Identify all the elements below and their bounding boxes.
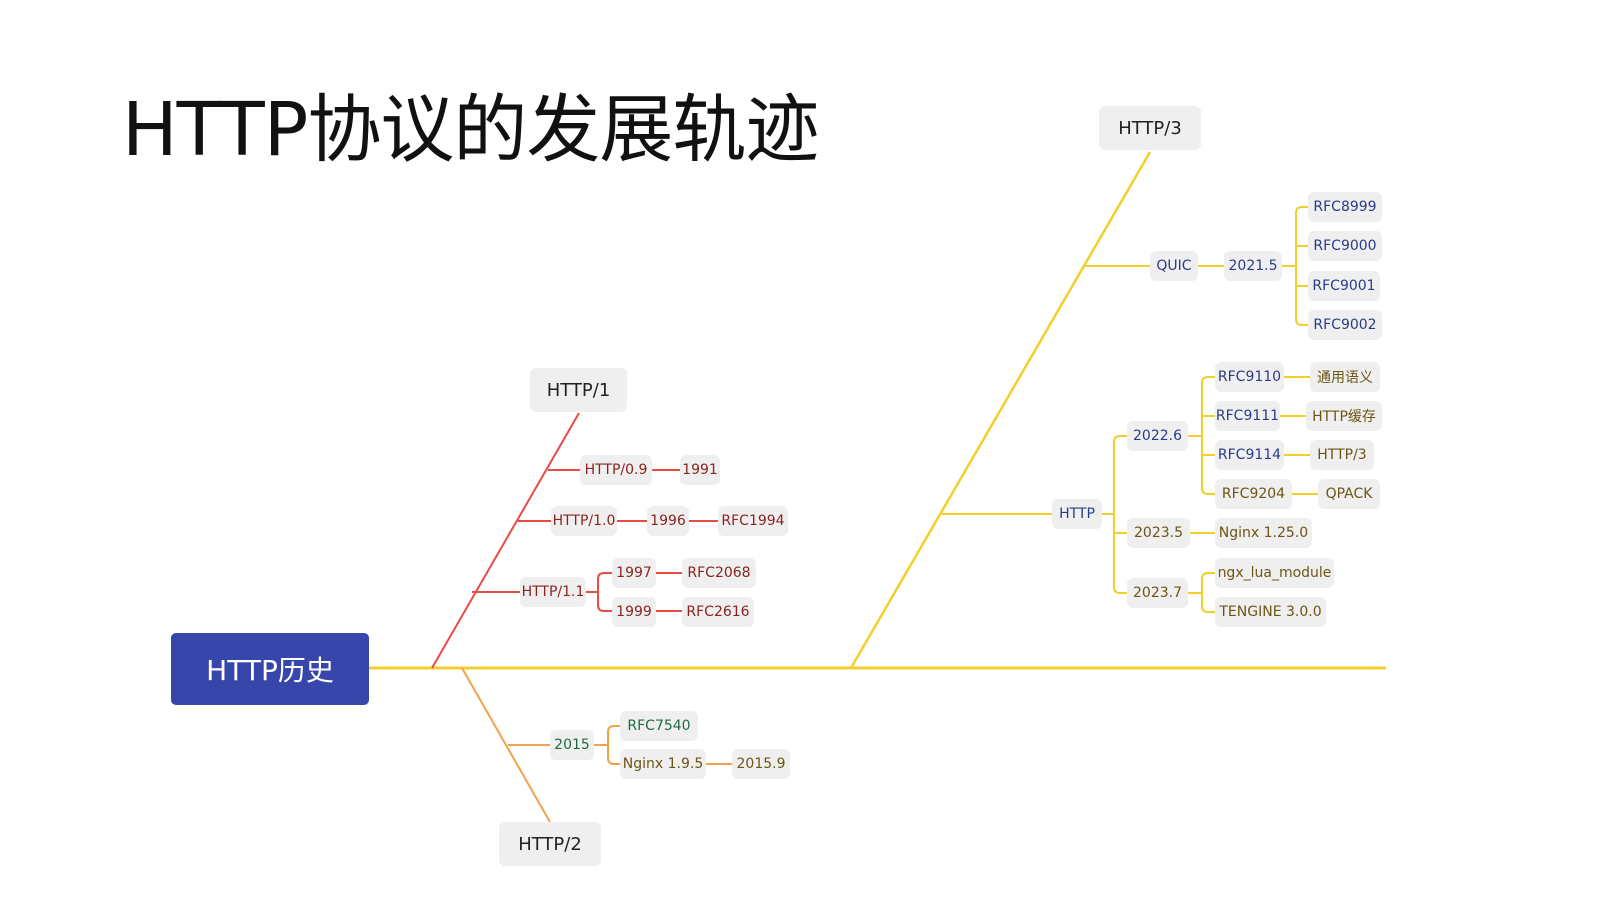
node-http2-rfc[interactable]: RFC7540 xyxy=(620,711,698,741)
node-http2-nginx-date[interactable]: 2015.9 xyxy=(732,749,790,779)
node-http10-rfc[interactable]: RFC1994 xyxy=(718,506,788,536)
node-http3[interactable]: HTTP/3 xyxy=(1099,106,1201,150)
node-http09-year[interactable]: 1991 xyxy=(680,455,720,485)
http3-branch-lines xyxy=(849,151,1318,669)
node-http10-year[interactable]: 1996 xyxy=(647,506,689,536)
node-rfc9000[interactable]: RFC9000 xyxy=(1308,231,1382,261)
node-http2[interactable]: HTTP/2 xyxy=(499,822,601,866)
root-node-http-history[interactable]: HTTP历史 xyxy=(171,633,369,705)
node-http11-rfc2068[interactable]: RFC2068 xyxy=(682,558,756,588)
node-http10[interactable]: HTTP/1.0 xyxy=(551,506,617,536)
node-rfc9110-desc[interactable]: 通用语义 xyxy=(1310,362,1380,392)
node-http2-nginx[interactable]: Nginx 1.9.5 xyxy=(620,749,706,779)
node-http11-rfc2616[interactable]: RFC2616 xyxy=(682,597,754,627)
node-rfc9204-desc[interactable]: QPACK xyxy=(1318,479,1380,509)
node-quic[interactable]: QUIC xyxy=(1150,251,1198,281)
node-tengine[interactable]: TENGINE 3.0.0 xyxy=(1215,597,1326,627)
node-date-2022-6[interactable]: 2022.6 xyxy=(1127,421,1188,451)
node-rfc9114[interactable]: RFC9114 xyxy=(1215,440,1284,470)
http2-branch-lines xyxy=(461,667,732,823)
node-rfc9111[interactable]: RFC9111 xyxy=(1215,401,1280,431)
node-rfc8999[interactable]: RFC8999 xyxy=(1308,192,1382,222)
node-nginx-1-25[interactable]: Nginx 1.25.0 xyxy=(1215,518,1312,548)
node-http09[interactable]: HTTP/0.9 xyxy=(580,455,652,485)
node-date-2023-5[interactable]: 2023.5 xyxy=(1127,518,1190,548)
node-http3-http[interactable]: HTTP xyxy=(1052,499,1102,529)
node-http2-year[interactable]: 2015 xyxy=(550,730,594,760)
node-rfc9114-desc[interactable]: HTTP/3 xyxy=(1310,440,1374,470)
node-rfc9001[interactable]: RFC9001 xyxy=(1308,271,1380,301)
node-rfc9204[interactable]: RFC9204 xyxy=(1215,479,1292,509)
http1-branch-lines xyxy=(431,412,718,669)
page-title: HTTP协议的发展轨迹 xyxy=(122,87,819,173)
node-http11-year-1999[interactable]: 1999 xyxy=(612,597,656,627)
node-quic-date[interactable]: 2021.5 xyxy=(1224,251,1282,281)
node-http1[interactable]: HTTP/1 xyxy=(530,368,627,412)
node-ngx-lua-module[interactable]: ngx_lua_module xyxy=(1215,558,1334,588)
node-http11-year-1997[interactable]: 1997 xyxy=(612,558,656,588)
node-rfc9111-desc[interactable]: HTTP缓存 xyxy=(1306,401,1382,431)
node-rfc9110[interactable]: RFC9110 xyxy=(1215,362,1284,392)
node-rfc9002[interactable]: RFC9002 xyxy=(1308,310,1382,340)
node-http11[interactable]: HTTP/1.1 xyxy=(520,577,586,607)
node-date-2023-7[interactable]: 2023.7 xyxy=(1127,578,1188,608)
